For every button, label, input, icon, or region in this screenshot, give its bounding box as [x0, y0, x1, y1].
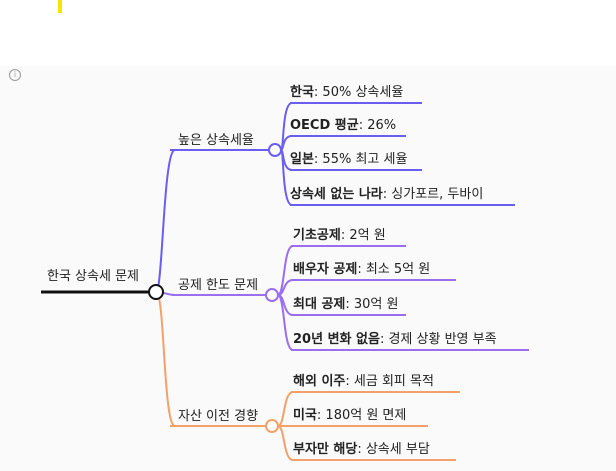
leaf-1-3[interactable]: 일본: 55% 최고 세율 [290, 152, 408, 167]
leaf-1-1[interactable]: 한국: 50% 상속세율 [290, 85, 404, 100]
leaf-connector-3-3 [277, 425, 294, 461]
leaf-3-2[interactable]: 미국: 180억 원 면제 [293, 408, 407, 423]
leaf-3-3[interactable]: 부자만 해당: 상속세 부담 [293, 442, 430, 457]
branch-label-3[interactable]: 자산 이전 경향 [178, 409, 259, 424]
branch-node-3 [265, 419, 279, 433]
leaf-2-2[interactable]: 배우자 공제: 최소 5억 원 [293, 262, 431, 277]
leaf-2-3[interactable]: 최대 공제: 30억 원 [293, 297, 399, 312]
mindmap-canvas [0, 66, 616, 471]
highlight-mark [58, 0, 62, 13]
leaf-connector-2-4 [277, 294, 294, 351]
leaf-connector-2-1 [277, 245, 294, 296]
branch-label-1[interactable]: 높은 상속세율 [178, 133, 254, 148]
leaf-1-2[interactable]: OECD 평균: 26% [290, 118, 397, 133]
leaf-3-1[interactable]: 해외 이주: 세금 회피 목적 [293, 374, 434, 389]
branch-connector-3 [155, 291, 176, 427]
leaf-1-4[interactable]: 상속세 없는 나라: 싱가포르, 두바이 [290, 187, 484, 202]
branch-connector-1 [155, 149, 176, 293]
root-node [148, 284, 164, 300]
branch-node-2 [265, 288, 279, 302]
leaf-connector-3-1 [277, 391, 294, 427]
branch-label-2[interactable]: 공제 한도 문제 [178, 278, 259, 293]
leaf-2-4[interactable]: 20년 변화 없음: 경제 상황 반영 부족 [293, 332, 497, 347]
branch-node-1 [268, 143, 282, 157]
info-icon[interactable]: i [9, 69, 21, 81]
leaf-2-1[interactable]: 기초공제: 2억 원 [293, 228, 386, 243]
root-label[interactable]: 한국 상속세 문제 [47, 269, 139, 284]
